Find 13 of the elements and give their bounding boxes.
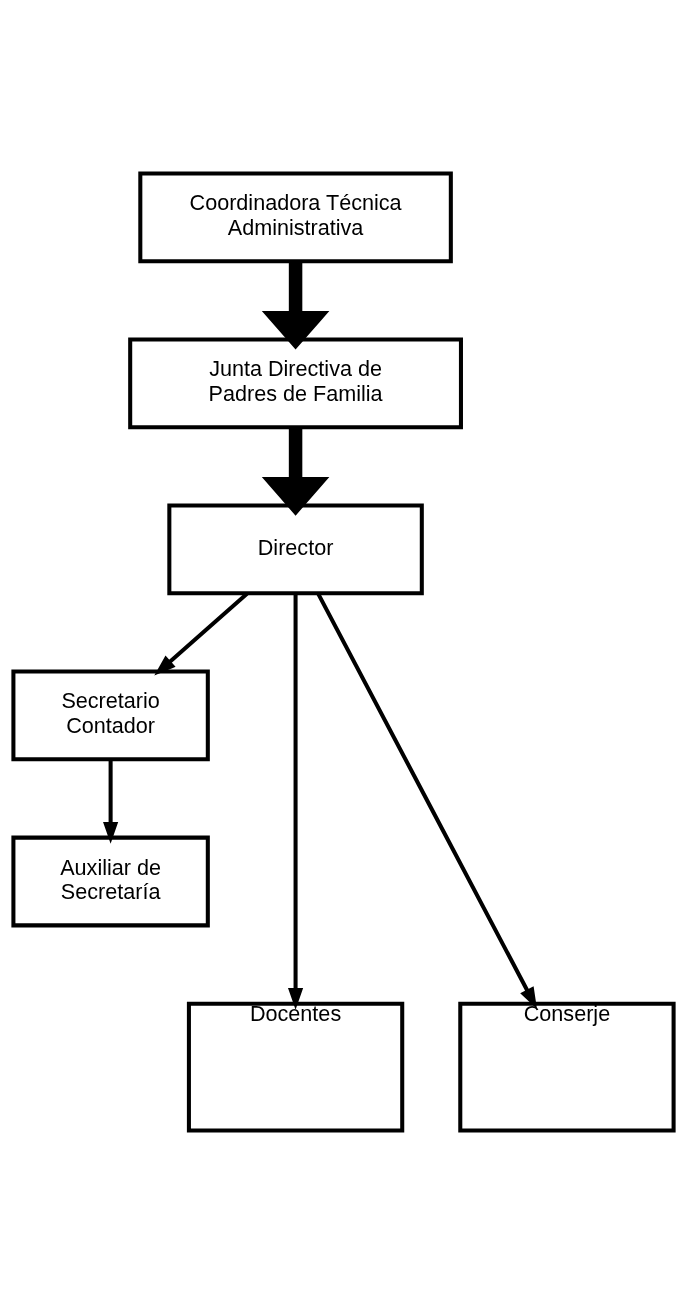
- node-box: Docentes: [186, 1001, 405, 1133]
- node-box: Junta Directiva de Padres de Familia: [128, 337, 463, 430]
- node-box: Director: [167, 503, 424, 596]
- node-box: Auxiliar de Secretaría: [11, 835, 210, 928]
- node-box: Coordinadora Técnica Administrativa: [138, 171, 453, 264]
- arrow: [261, 261, 330, 350]
- node-box: Secretario Contador: [11, 669, 210, 762]
- arrow: [288, 593, 304, 1010]
- arrow: [103, 759, 119, 844]
- arrow: [316, 592, 537, 1009]
- arrow: [154, 592, 249, 676]
- arrow: [261, 427, 330, 516]
- node-box: Conserje: [458, 1001, 676, 1133]
